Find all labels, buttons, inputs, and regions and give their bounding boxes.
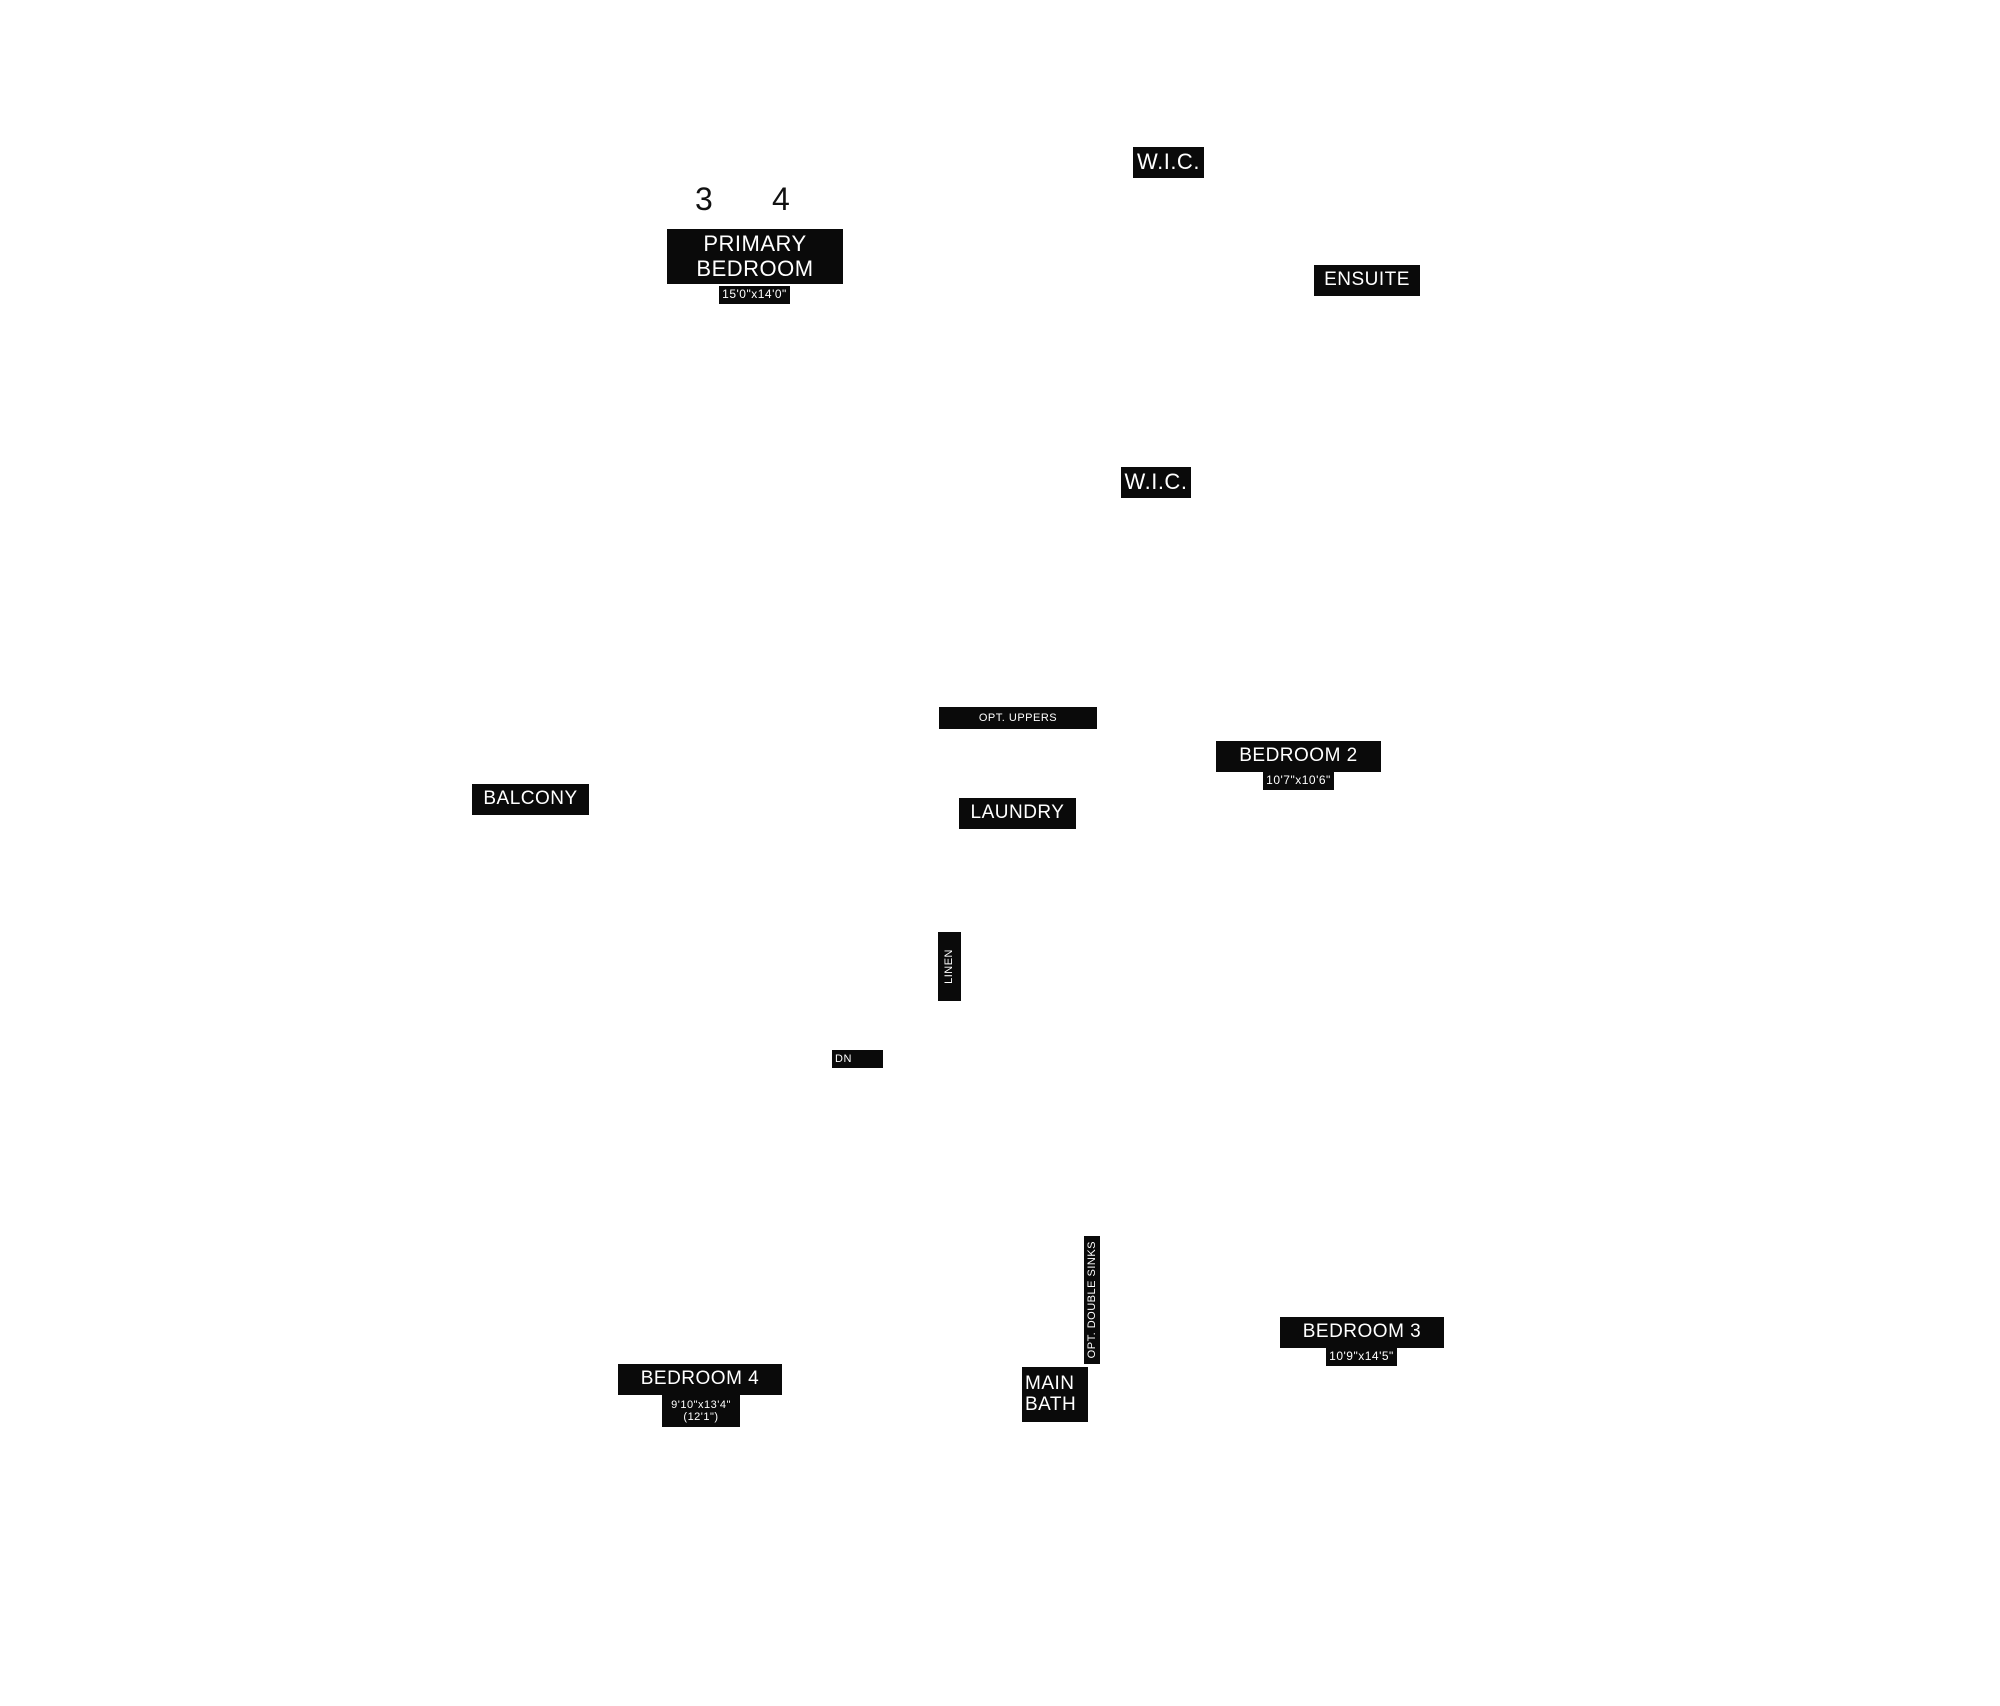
linen-label: LINEN — [938, 932, 961, 1001]
bedroom-4-dimensions-line1: 9'10"x13'4" — [671, 1398, 731, 1411]
ensuite-label: ENSUITE — [1314, 265, 1420, 296]
bedroom-4-label: BEDROOM 4 — [618, 1364, 782, 1395]
main-bath-name-line2: BATH — [1025, 1393, 1077, 1415]
opt-uppers-label: OPT. UPPERS — [939, 707, 1097, 729]
bedroom-2-dimensions: 10'7"x10'6" — [1263, 772, 1334, 790]
primary-bedroom-dimensions: 15'0"x14'0" — [719, 286, 790, 304]
wic-label-upper: W.I.C. — [1133, 147, 1204, 178]
primary-bedroom-label: PRIMARY BEDROOM — [667, 229, 843, 284]
opt-double-sinks-label: OPT. DOUBLE SINKS — [1084, 1236, 1100, 1364]
main-bath-label: MAIN BATH — [1022, 1367, 1088, 1422]
stair-down-label: DN — [832, 1050, 883, 1068]
wic-label-lower: W.I.C. — [1121, 467, 1191, 498]
opt-double-sinks-text: OPT. DOUBLE SINKS — [1085, 1241, 1098, 1359]
bedroom-4-dimensions: 9'10"x13'4" (12'1") — [662, 1395, 740, 1427]
linen-text: LINEN — [943, 949, 956, 984]
bedroom-3-label: BEDROOM 3 — [1280, 1317, 1444, 1348]
primary-bedroom-name-line1: PRIMARY — [703, 231, 807, 257]
bedroom-3-dimensions: 10'9"x14'5" — [1326, 1348, 1397, 1366]
column-number-3: 3 — [695, 181, 713, 217]
primary-bedroom-name-line2: BEDROOM — [696, 255, 814, 281]
main-bath-name-line1: MAIN — [1025, 1372, 1075, 1394]
balcony-label: BALCONY — [472, 784, 589, 815]
bedroom-4-dimensions-line2: (12'1") — [683, 1411, 719, 1423]
laundry-label: LAUNDRY — [959, 798, 1076, 829]
bedroom-2-label: BEDROOM 2 — [1216, 741, 1381, 772]
column-number-4: 4 — [772, 181, 790, 217]
